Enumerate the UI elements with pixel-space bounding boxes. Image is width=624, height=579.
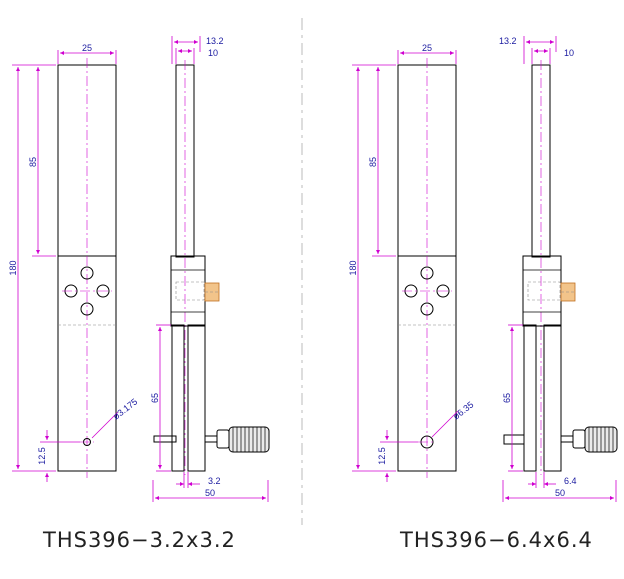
front-view-right: ø6.35 25 180 85 12.5 [348,43,475,482]
dim-hole-offset: 12.5 [377,447,387,465]
dim-upper-length: 85 [28,157,38,167]
dim-overall-width: 50 [205,488,215,498]
dim-side-outer-width: 13.2 [206,36,224,46]
dim-hole-diameter: ø6.35 [451,400,475,422]
adjustment-knob-left [153,426,270,453]
dim-slot: 3.2 [208,476,221,486]
dim-side-inner-width: 10 [564,48,574,58]
dim-front-width: 25 [82,43,92,53]
dim-hole-diameter: ø3.175 [111,396,139,421]
side-view-right: 13.2 10 65 6.4 50 [499,36,618,502]
drawing-right: ø6.35 25 180 85 12.5 [348,36,618,552]
part-title-left: THS396−3.2x3.2 [42,528,236,552]
dim-side-outer-width: 13.2 [499,36,517,46]
dim-slot: 6.4 [564,476,577,486]
dim-upper-length: 85 [368,157,378,167]
dim-hole-offset: 12.5 [37,447,47,465]
side-view-left: 13.2 10 65 3.2 50 [150,36,270,502]
dim-lower-length: 65 [502,393,512,403]
part-title-right: THS396−6.4x6.4 [399,528,593,552]
dim-front-width: 25 [422,43,432,53]
drawing-left: ø3.175 25 180 85 12.5 [8,36,270,552]
adjustment-knob-right [503,426,618,453]
dim-side-inner-width: 10 [208,48,218,58]
dim-lower-length: 65 [150,393,160,403]
front-view-left: ø3.175 25 180 85 12.5 [8,43,139,482]
dim-total-length: 180 [8,260,18,275]
dim-overall-width: 50 [555,488,565,498]
dim-total-length: 180 [348,260,358,275]
